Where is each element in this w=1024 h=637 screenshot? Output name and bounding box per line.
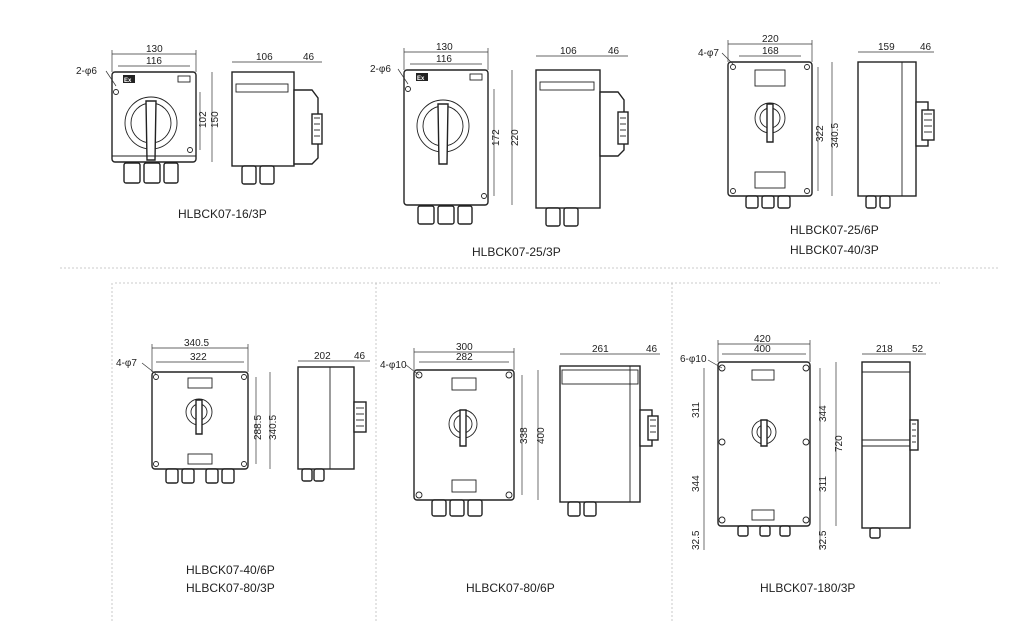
model-caption-2: HLBCK07-40/3P bbox=[790, 243, 879, 257]
dim-holes: 4-φ7 bbox=[116, 358, 137, 369]
dim-holes: 6-φ10 bbox=[680, 354, 707, 365]
front-view: Ex 130 116 2-φ6 102 150 bbox=[76, 44, 221, 184]
dim-width-inner: 116 bbox=[146, 56, 162, 67]
dim-width-outer: 340.5 bbox=[184, 338, 209, 349]
dim-depth: 106 bbox=[256, 52, 273, 63]
front-view: 220 168 4-φ7 322 340.5 bbox=[698, 34, 841, 209]
model-caption: HLBCK07-25/3P bbox=[472, 245, 561, 259]
dim-height-inner: 102 bbox=[198, 111, 209, 128]
dim-holes: 2-φ6 bbox=[76, 66, 97, 77]
rotary-handle-icon bbox=[459, 409, 467, 447]
rotary-handle-icon bbox=[195, 399, 203, 435]
front-view: 340.5 322 4-φ7 288.5 340.5 bbox=[116, 338, 279, 484]
dim-right-bottom: 32.5 bbox=[818, 530, 829, 550]
model-hlbck07-40-6p: 340.5 322 4-φ7 288.5 340.5 202 46 HLBCK0… bbox=[116, 338, 370, 595]
model-hlbck07-80-6p: 300 282 4-φ10 338 400 261 46 HLBCK07-80/ bbox=[380, 342, 660, 595]
dim-height-inner: 322 bbox=[815, 125, 826, 142]
side-view: 159 46 bbox=[857, 42, 935, 209]
dim-right-upper: 344 bbox=[818, 405, 829, 422]
dim-handle: 46 bbox=[920, 42, 932, 53]
model-caption: HLBCK07-80/6P bbox=[466, 581, 555, 595]
side-view: 202 46 bbox=[297, 351, 370, 482]
dim-height-inner: 288.5 bbox=[253, 415, 264, 440]
dim-width-inner: 322 bbox=[190, 352, 207, 363]
model-caption-1: HLBCK07-40/6P bbox=[186, 563, 275, 577]
front-view: 300 282 4-φ10 338 400 bbox=[380, 342, 547, 517]
dim-width-outer: 220 bbox=[762, 34, 779, 45]
model-hlbck07-25-6p: 220 168 4-φ7 322 340.5 159 46 HLBCK07-25… bbox=[698, 34, 935, 257]
model-caption: HLBCK07-180/3P bbox=[760, 581, 855, 595]
dim-handle: 46 bbox=[646, 344, 658, 355]
dim-height-inner: 338 bbox=[519, 427, 530, 444]
dim-handle: 46 bbox=[608, 46, 620, 57]
front-view: 420 400 6-φ10 311 344 32.5 344 311 32.5 … bbox=[680, 334, 845, 550]
dim-left-upper: 311 bbox=[691, 402, 702, 418]
dim-width-outer: 300 bbox=[456, 342, 473, 353]
dim-width-outer: 130 bbox=[436, 42, 453, 53]
dim-width-inner: 282 bbox=[456, 352, 473, 363]
dim-depth: 218 bbox=[876, 344, 893, 355]
dim-height-outer: 340.5 bbox=[830, 123, 841, 148]
model-hlbck07-180-3p: 420 400 6-φ10 311 344 32.5 344 311 32.5 … bbox=[680, 334, 926, 595]
front-view: Ex 130 116 2-φ6 172 220 bbox=[370, 42, 521, 225]
dim-height-outer: 720 bbox=[834, 435, 845, 452]
dim-holes: 2-φ6 bbox=[370, 64, 391, 75]
dim-left-bottom: 32.5 bbox=[691, 530, 702, 550]
dim-width-inner: 168 bbox=[762, 46, 779, 57]
ex-badge: Ex bbox=[124, 78, 132, 84]
dim-width-inner: 116 bbox=[436, 54, 452, 65]
rotary-handle-icon bbox=[437, 103, 449, 165]
ex-badge: Ex bbox=[417, 76, 425, 82]
dim-depth: 106 bbox=[560, 46, 577, 57]
dim-height-outer: 220 bbox=[510, 129, 521, 146]
rotary-handle-icon bbox=[145, 100, 157, 161]
separators bbox=[60, 267, 1000, 622]
dim-depth: 261 bbox=[592, 344, 609, 355]
dim-width-outer: 130 bbox=[146, 44, 163, 55]
dim-width-outer: 420 bbox=[754, 334, 771, 345]
dim-handle: 46 bbox=[303, 52, 315, 63]
dim-depth: 202 bbox=[314, 351, 331, 362]
dim-width-inner: 400 bbox=[754, 344, 771, 355]
rotary-handle-icon bbox=[766, 103, 774, 143]
dim-height-inner: 172 bbox=[491, 129, 502, 146]
side-view: 261 46 bbox=[559, 344, 660, 517]
side-view: 106 46 bbox=[231, 52, 323, 185]
dim-handle: 46 bbox=[354, 351, 366, 362]
dim-right-lower: 311 bbox=[818, 476, 829, 492]
dim-height-outer: 340.5 bbox=[268, 415, 279, 440]
dim-left-lower: 344 bbox=[691, 475, 702, 492]
side-view: 218 52 bbox=[861, 344, 926, 539]
model-hlbck07-25-3p: Ex 130 116 2-φ6 172 220 bbox=[370, 42, 629, 259]
model-caption-1: HLBCK07-25/6P bbox=[790, 223, 879, 237]
dim-handle: 52 bbox=[912, 344, 924, 355]
model-caption-2: HLBCK07-80/3P bbox=[186, 581, 275, 595]
dim-depth: 159 bbox=[878, 42, 895, 53]
model-caption: HLBCK07-16/3P bbox=[178, 207, 267, 221]
dim-height-outer: 150 bbox=[210, 111, 221, 128]
side-view: 106 46 bbox=[535, 46, 629, 227]
rotary-handle-icon bbox=[760, 419, 768, 447]
dim-holes: 4-φ10 bbox=[380, 360, 407, 371]
model-hlbck07-16-3p: Ex 130 116 2-φ6 102 150 bbox=[76, 44, 323, 221]
dim-height-outer: 400 bbox=[536, 427, 547, 444]
dim-holes: 4-φ7 bbox=[698, 48, 719, 59]
